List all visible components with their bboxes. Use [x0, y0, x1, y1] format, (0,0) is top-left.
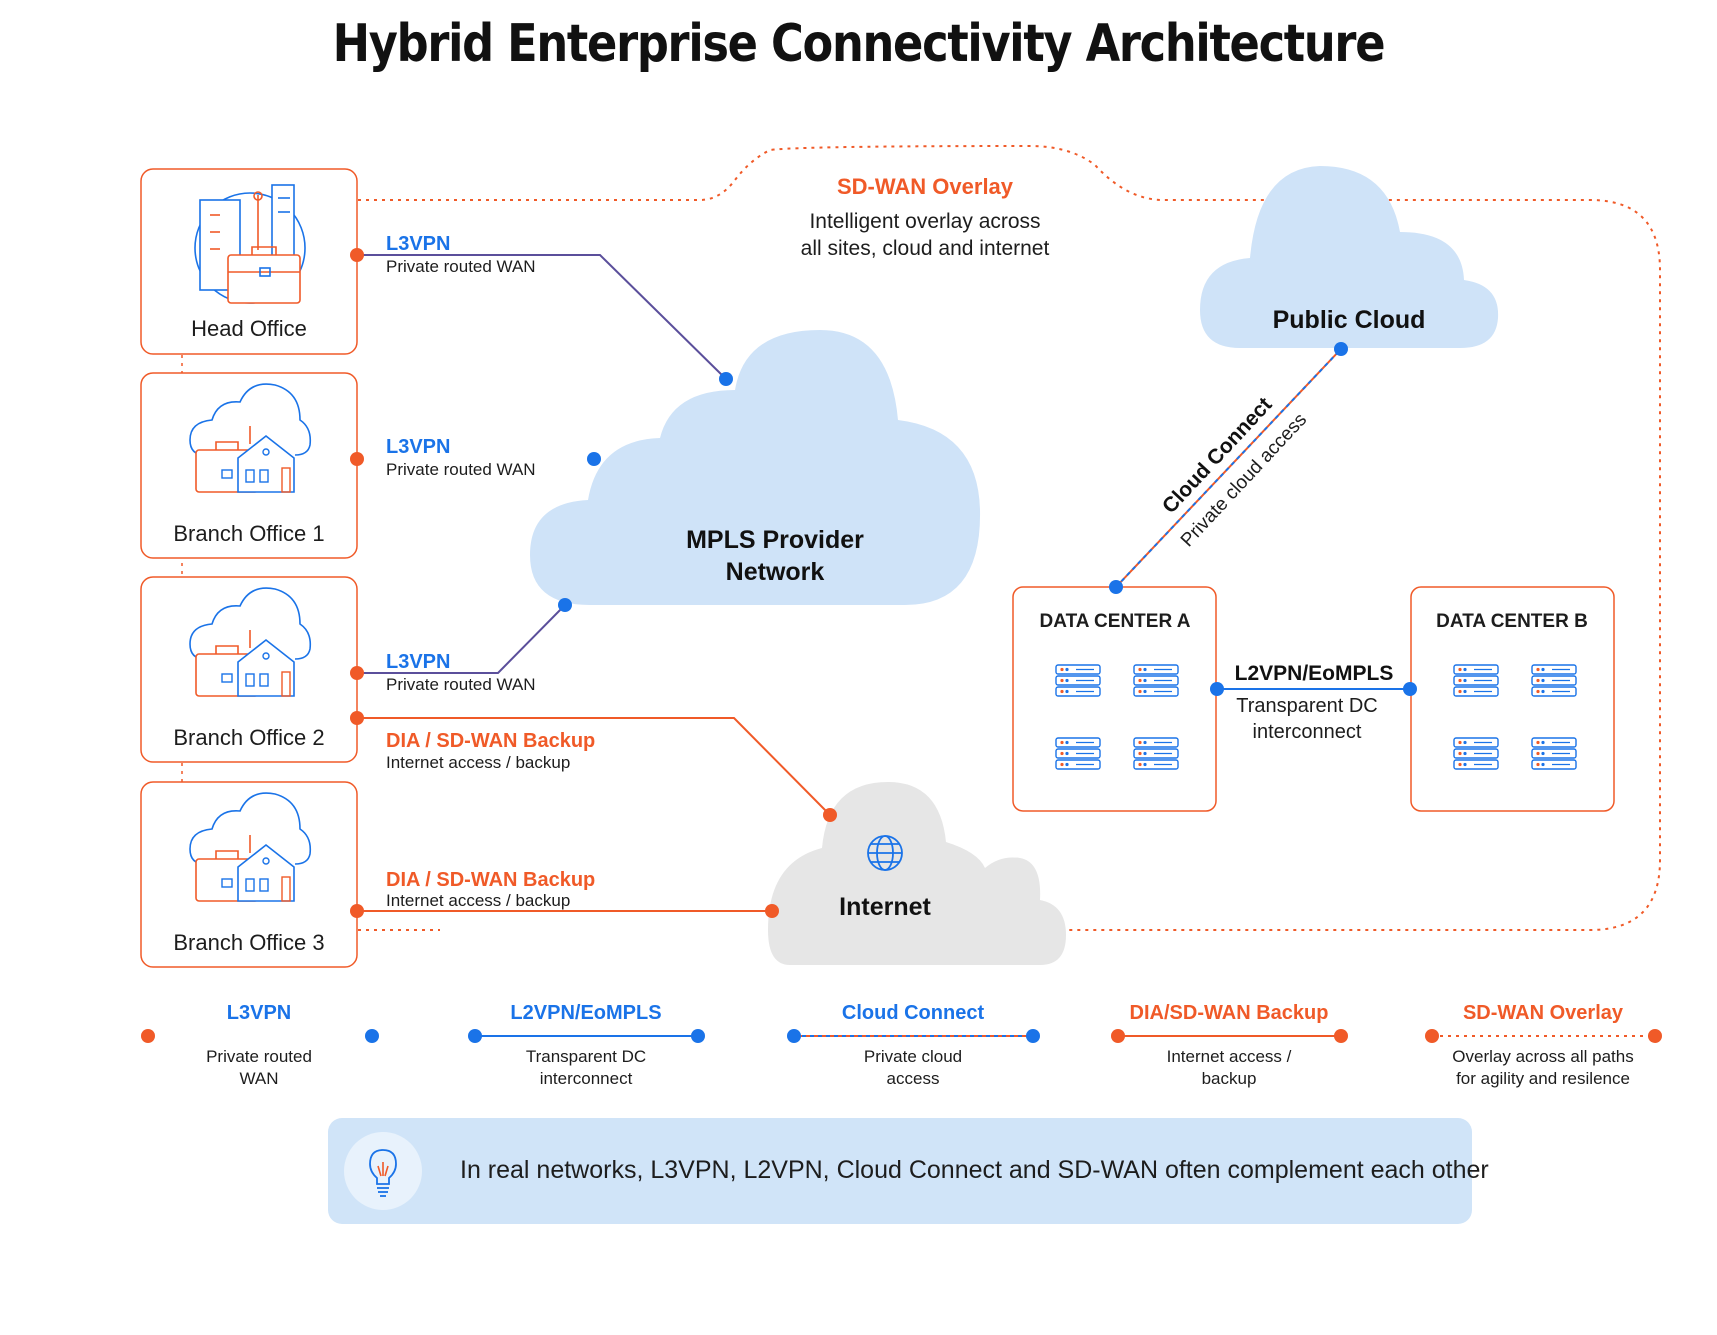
diagram-title: Hybrid Enterprise Connectivity Architect…: [332, 14, 1386, 74]
overlay-title: SD-WAN Overlay: [837, 174, 1014, 199]
dia-branch-2-start: [350, 711, 364, 725]
server-icon: [1453, 664, 1499, 697]
l3vpn-sub-head-office: Private routed WAN: [386, 257, 536, 276]
server-rack-icons: [1055, 664, 1577, 770]
server-icon: [1055, 664, 1101, 697]
branch-office-1-icon: [189, 383, 312, 493]
l3vpn-branch-2-start: [350, 666, 364, 680]
server-icon: [1133, 737, 1179, 770]
legend-cloud-connect-line2: access: [887, 1069, 940, 1088]
legend-l3vpn-title: L3VPN: [227, 1002, 291, 1024]
legend-sdwan-dot-end: [1648, 1029, 1662, 1043]
l3vpn-link-branch-2[interactable]: [357, 604, 566, 674]
sdwan-overlay-boundary: [358, 144, 1661, 931]
legend-sdwan-line2: for agility and resilence: [1456, 1069, 1630, 1088]
l3vpn-label-head-office: L3VPN: [386, 233, 450, 255]
dia-link-branch-2[interactable]: [357, 717, 831, 816]
legend-l3vpn-line2: WAN: [239, 1069, 278, 1088]
legend-cloud-connect: Cloud Connect Private cloud access: [787, 1002, 1040, 1088]
l3vpn-branch-1-end: [587, 452, 601, 466]
legend-l2vpn-dot-end: [691, 1029, 705, 1043]
legend-l3vpn-line1: Private routed: [206, 1047, 312, 1066]
mpls-label-line2: Network: [726, 558, 825, 586]
legend-dia-dot-end: [1334, 1029, 1348, 1043]
legend-dia-dot-start: [1111, 1029, 1125, 1043]
server-icon: [1055, 737, 1101, 770]
server-icon: [1453, 737, 1499, 770]
branch-office-1-label: Branch Office 1: [173, 521, 324, 546]
server-icon: [1531, 664, 1577, 697]
legend-l2vpn-line1: Transparent DC: [526, 1047, 646, 1066]
dia-sub-branch-3: Internet access / backup: [386, 891, 570, 910]
l2vpn-end: [1403, 682, 1417, 696]
branch-office-2-icon: [189, 587, 312, 697]
dia-branch-3-end: [765, 904, 779, 918]
l3vpn-link-head-office[interactable]: [357, 254, 727, 380]
branch-office-3-icon: [189, 792, 312, 902]
l3vpn-sub-branch-2: Private routed WAN: [386, 675, 536, 694]
legend-l3vpn-dot-end: [365, 1029, 379, 1043]
l2vpn-label: L2VPN/EoMPLS: [1235, 662, 1394, 685]
l3vpn-label-branch-1: L3VPN: [386, 436, 450, 458]
dia-label-branch-3: DIA / SD-WAN Backup: [386, 869, 595, 891]
l3vpn-sub-branch-1: Private routed WAN: [386, 460, 536, 479]
data-center-a-label: DATA CENTER A: [1040, 611, 1191, 632]
mpls-label-line1: MPLS Provider: [686, 526, 864, 554]
legend-dia-line2: backup: [1202, 1069, 1257, 1088]
globe-icon: [867, 835, 903, 871]
overlay-desc-line1: Intelligent overlay across: [809, 210, 1040, 233]
legend-cloud-connect-dot-start: [787, 1029, 801, 1043]
tip-text: In real networks, L3VPN, L2VPN, Cloud Co…: [460, 1156, 1489, 1184]
l2vpn-sub-line1: Transparent DC: [1236, 695, 1378, 717]
legend-l3vpn: L3VPN Private routed WAN: [141, 1002, 379, 1088]
legend-l3vpn-dot-start: [141, 1029, 155, 1043]
l3vpn-branch-1-start: [350, 452, 364, 466]
server-icon: [1531, 737, 1577, 770]
branch-office-3-label: Branch Office 3: [173, 930, 324, 955]
legend-cloud-connect-title: Cloud Connect: [842, 1002, 985, 1024]
l3vpn-head-office-end: [719, 372, 733, 386]
l3vpn-head-office-start: [350, 248, 364, 262]
cloud-connect-start: [1109, 580, 1123, 594]
public-cloud: [1200, 166, 1499, 348]
server-icon: [1133, 664, 1179, 697]
l2vpn-sub-line2: interconnect: [1253, 721, 1362, 743]
legend-dia: DIA/SD-WAN Backup Internet access / back…: [1111, 1002, 1348, 1088]
legend-dia-line1: Internet access /: [1167, 1047, 1292, 1066]
tip-banner: In real networks, L3VPN, L2VPN, Cloud Co…: [328, 1118, 1489, 1224]
branch-office-2-label: Branch Office 2: [173, 725, 324, 750]
legend-l2vpn-line2: interconnect: [540, 1069, 633, 1088]
overlay-desc-line2: all sites, cloud and internet: [801, 237, 1050, 260]
legend-cloud-connect-dot-end: [1026, 1029, 1040, 1043]
head-office-icon: [194, 184, 306, 304]
dia-branch-2-end: [823, 808, 837, 822]
cloud-connect-end: [1334, 342, 1348, 356]
legend-l2vpn-dot-start: [468, 1029, 482, 1043]
cloud-connect-link-dashed: [1115, 348, 1342, 588]
legend-sdwan-overlay: SD-WAN Overlay Overlay across all paths …: [1425, 1002, 1662, 1088]
dia-branch-3-start: [350, 904, 364, 918]
internet-cloud: [768, 782, 1066, 965]
public-cloud-label: Public Cloud: [1273, 306, 1426, 334]
dia-label-branch-2: DIA / SD-WAN Backup: [386, 730, 595, 752]
legend-cloud-connect-line1: Private cloud: [864, 1047, 962, 1066]
internet-label: Internet: [839, 893, 931, 921]
l3vpn-branch-2-end: [558, 598, 572, 612]
tip-icon-circle: [344, 1132, 422, 1210]
data-center-b-label: DATA CENTER B: [1436, 611, 1588, 632]
legend-sdwan-dot-start: [1425, 1029, 1439, 1043]
l3vpn-label-branch-2: L3VPN: [386, 651, 450, 673]
legend-l2vpn-title: L2VPN/EoMPLS: [510, 1002, 661, 1024]
dia-sub-branch-2: Internet access / backup: [386, 753, 570, 772]
legend-sdwan-line1: Overlay across all paths: [1452, 1047, 1633, 1066]
l2vpn-start: [1210, 682, 1224, 696]
legend: L3VPN Private routed WAN L2VPN/EoMPLS Tr…: [141, 1002, 1662, 1088]
legend-l2vpn: L2VPN/EoMPLS Transparent DC interconnect: [468, 1002, 705, 1088]
lightbulb-icon: [369, 1149, 397, 1197]
legend-dia-title: DIA/SD-WAN Backup: [1130, 1002, 1329, 1024]
mpls-cloud: [530, 330, 981, 605]
legend-sdwan-title: SD-WAN Overlay: [1463, 1002, 1624, 1024]
head-office-label: Head Office: [191, 316, 307, 341]
